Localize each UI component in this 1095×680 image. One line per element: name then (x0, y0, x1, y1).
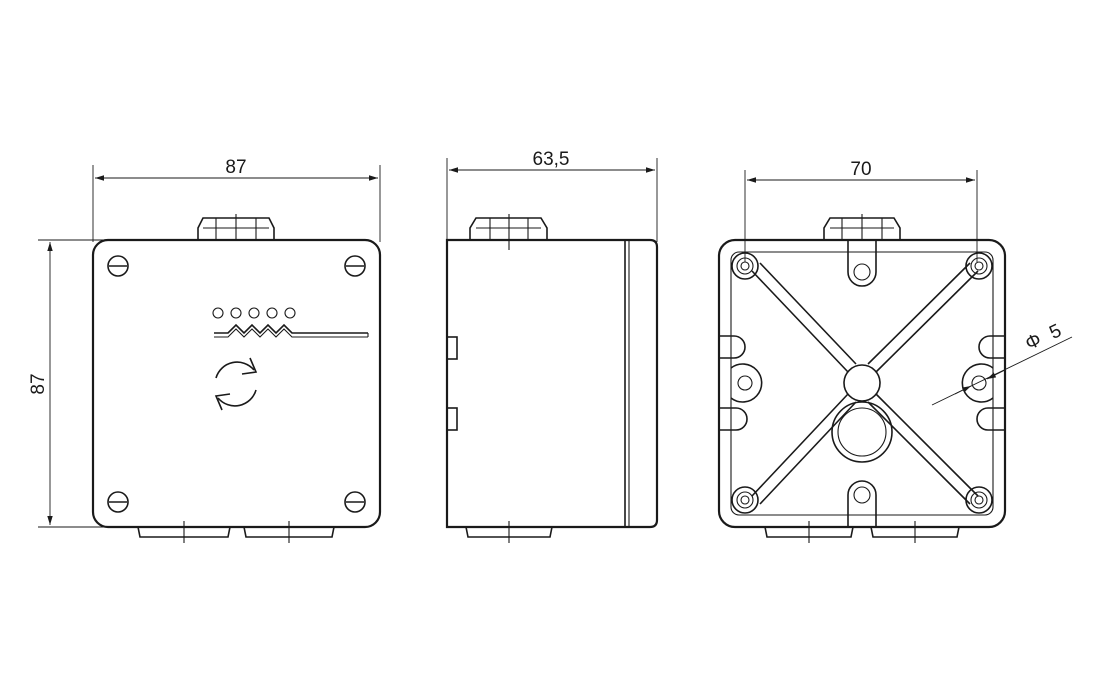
diameter-value: 5 (1046, 320, 1065, 344)
side-view: 63,5 (445, 149, 659, 543)
rear-left-tab-upper (719, 335, 746, 359)
side-mount-clip-upper (446, 336, 458, 360)
side-housing (445, 238, 659, 529)
front-screw-bottom-right (344, 491, 366, 513)
rear-slot-top (847, 240, 877, 287)
front-screw-bottom-left (107, 491, 129, 513)
rear-cable-knockout (831, 401, 893, 463)
side-mount-clip-lower (446, 407, 458, 431)
rear-spacing-dimension: 70 (744, 159, 978, 262)
side-top-gland (469, 214, 548, 250)
front-bottom-gland-right (243, 521, 335, 543)
rear-corner-hole-top-left (731, 252, 759, 280)
side-depth-label: 63,5 (533, 149, 570, 170)
front-width-label: 87 (225, 157, 246, 178)
front-screw-top-left (107, 255, 129, 277)
rear-cross-ribs (751, 262, 979, 505)
front-housing (91, 238, 382, 529)
front-top-gland (197, 214, 275, 240)
rear-right-tab-upper (978, 335, 1005, 359)
front-height-label: 87 (28, 373, 49, 394)
rear-center-boss (843, 364, 881, 402)
rear-right-tab-lower (976, 407, 1005, 431)
side-bottom-gland (465, 521, 553, 543)
rear-slot-bottom (847, 480, 877, 527)
rear-view: 70 (717, 159, 1073, 543)
front-width-dimension: 87 (92, 157, 381, 242)
rear-corner-hole-top-right (965, 252, 993, 280)
rear-top-gland (823, 214, 901, 240)
led-indicator-icon (212, 307, 296, 319)
side-depth-dimension: 63,5 (446, 149, 658, 242)
diameter-symbol: Φ (1022, 329, 1045, 355)
rear-inner-wall (730, 251, 994, 516)
rear-housing (717, 238, 1007, 529)
rear-corner-hole-bottom-left (731, 486, 759, 514)
rear-bottom-gland-left (764, 521, 854, 543)
front-height-dimension: 87 (28, 239, 118, 528)
rear-spacing-label: 70 (850, 159, 871, 180)
front-screw-top-right (344, 255, 366, 277)
rear-bottom-gland-right (870, 521, 960, 543)
hole-diameter-callout: Φ 5 (931, 320, 1073, 406)
rear-left-hole (730, 363, 763, 403)
reset-arrows-icon (214, 357, 258, 411)
signal-wave-icon (214, 323, 369, 338)
front-bottom-gland-left (137, 521, 231, 543)
rear-corner-hole-bottom-right (965, 486, 993, 514)
front-view: 87 87 (28, 157, 382, 543)
rear-left-tab-lower (719, 407, 748, 431)
rear-right-hole (961, 363, 994, 403)
